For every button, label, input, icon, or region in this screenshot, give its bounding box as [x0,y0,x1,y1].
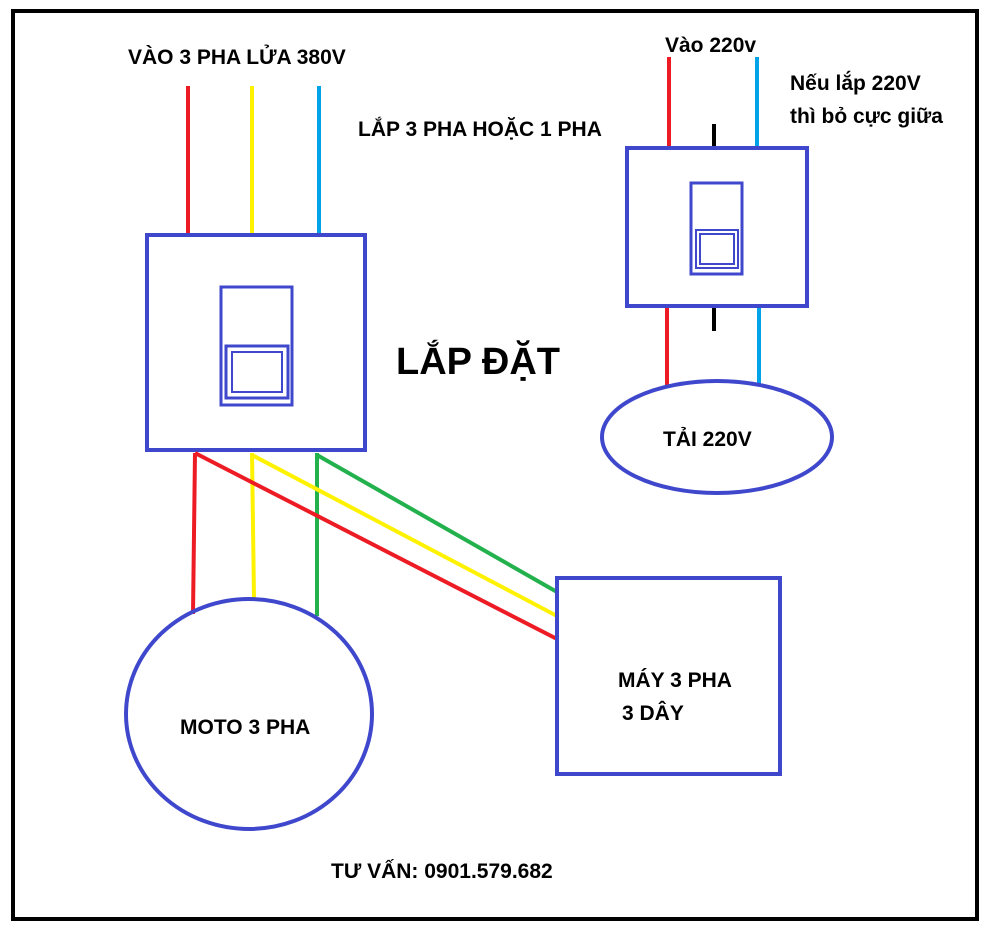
label-note-line2: thì bỏ cực giữa [790,105,943,128]
label-input-220: Vào 220v [665,34,756,57]
breaker-220v-toggle-inner [699,233,735,265]
breaker-220v [625,146,809,308]
load-220v-ellipse [600,379,834,495]
breaker-220v-toggle-outer [695,229,739,269]
outer-frame [11,9,979,921]
motor-wire-yellow [250,452,256,599]
breaker-toggle-inner [231,351,283,393]
label-mode: LẮP 3 PHA HOẶC 1 PHA [358,117,602,141]
motor-circle [124,597,374,831]
label-load-220: TẢI 220V [663,428,752,451]
breaker-toggle-outer [224,344,290,400]
motor-wire-red [191,452,197,615]
label-input-3phase: VÀO 3 PHA LỬA 380V [128,45,346,69]
machine-box [555,576,782,776]
breaker-toggle-frame [219,285,294,407]
label-motor: MOTO 3 PHA [180,716,310,739]
machine-wire-yellow [251,453,558,618]
machine-wire-green [316,453,558,594]
three-phase-breaker [145,233,367,452]
label-contact: TƯ VẤN: 0901.579.682 [331,860,553,883]
label-machine-line2: 3 DÂY [622,701,684,725]
label-note-line1: Nếu lắp 220V [790,71,921,95]
machine-wire-red [194,451,558,641]
diagram-title: LẮP ĐẶT [396,339,560,383]
breaker-body [145,233,367,452]
breaker-220v-body [625,146,809,308]
label-machine-line1: MÁY 3 PHA [618,669,732,692]
breaker-220v-toggle-frame [689,181,744,276]
